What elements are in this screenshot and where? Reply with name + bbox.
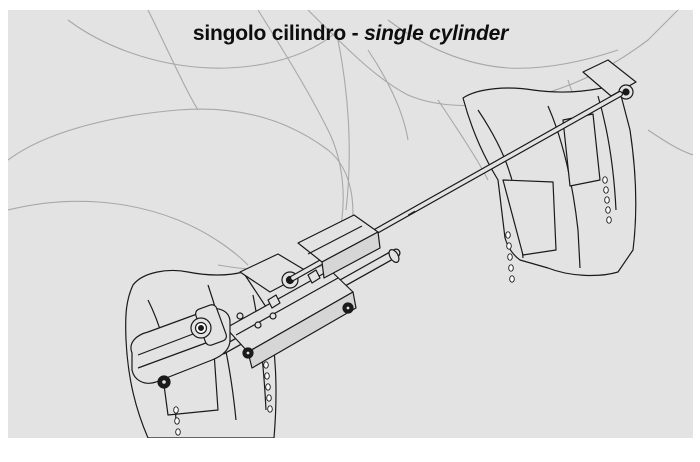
- steering-illustration: [8, 10, 693, 438]
- title-italian: singolo cilindro -: [192, 22, 365, 45]
- title-english: single cylinder: [364, 22, 509, 45]
- illustration-panel: singolo cilindro - single cylinder: [8, 10, 693, 438]
- hydraulic-cylinder-icon: [130, 214, 401, 389]
- diagram-title: singolo cilindro - single cylinder: [8, 22, 693, 46]
- engine-right-icon: [462, 59, 637, 283]
